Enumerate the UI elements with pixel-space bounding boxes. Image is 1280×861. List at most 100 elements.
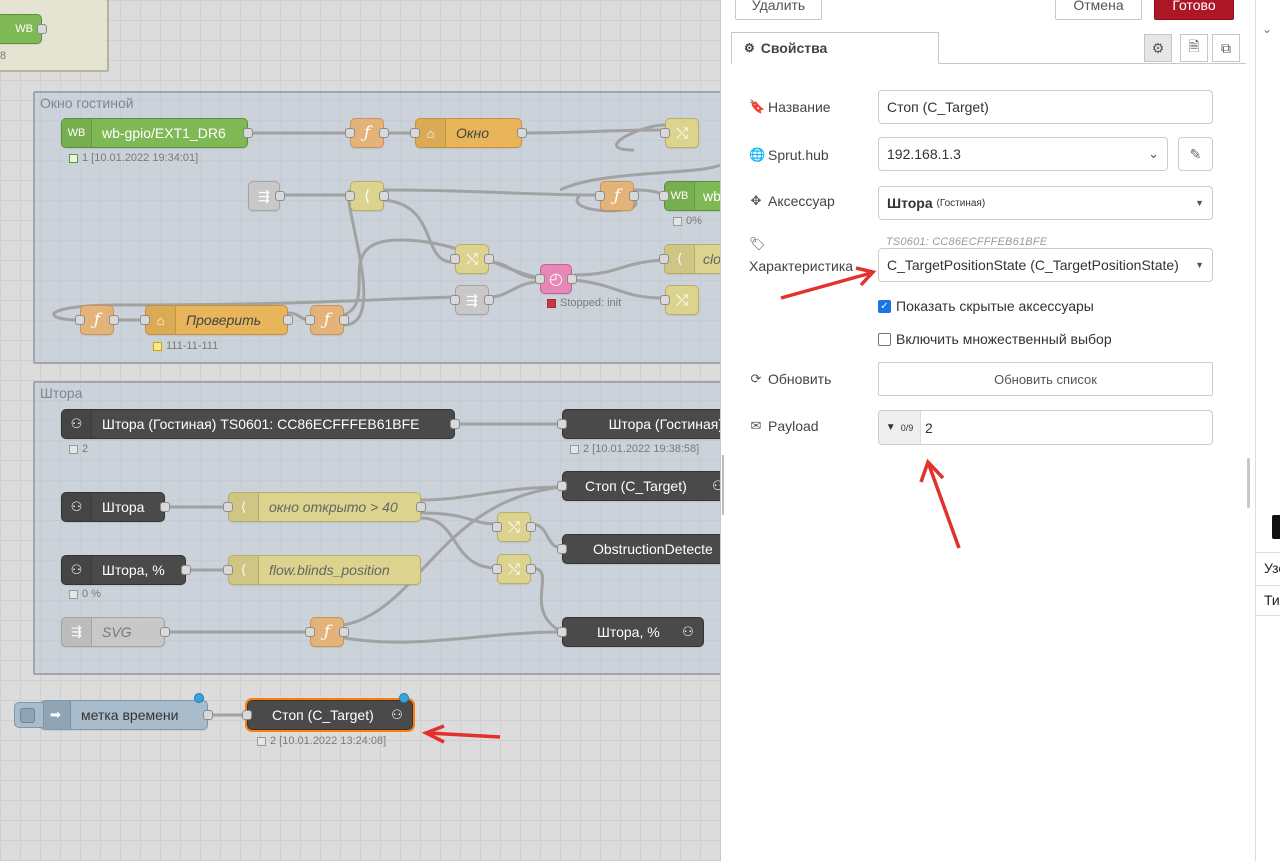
sprut-icon: ⚇ xyxy=(62,410,92,438)
pencil-icon: ✎ xyxy=(1189,145,1202,162)
caret-down-icon: ▼ xyxy=(885,422,896,433)
node-label: окно открыто > 40 xyxy=(269,499,398,515)
sprut-icon: ⚇ xyxy=(62,556,92,584)
sprut-icon: ⚇ xyxy=(62,493,92,521)
done-button[interactable]: Готово xyxy=(1154,0,1234,20)
node-status: 2 xyxy=(69,443,88,455)
description-tab-icon[interactable]: 🗎 xyxy=(1180,34,1208,62)
output-port[interactable] xyxy=(37,24,47,34)
node-label: Стоп (C_Target) xyxy=(272,707,374,723)
switch-node[interactable]: ⤭ xyxy=(660,118,699,148)
node-status: 0% xyxy=(673,215,702,227)
group-label: Окно гостиной xyxy=(40,95,134,111)
link-in-node[interactable]: ⇶ xyxy=(450,285,494,315)
wb-node-top[interactable]: WB xyxy=(0,14,47,44)
edit-server-button[interactable]: ✎ xyxy=(1178,137,1213,171)
multi-select-checkbox[interactable]: Включить множественный выбор xyxy=(878,331,1112,347)
function-node[interactable]: ƒ xyxy=(305,305,349,335)
switch-node[interactable]: ⤭ xyxy=(660,285,699,315)
wb-gpio-node[interactable]: WB wb-gpio/EXT1_DR6 xyxy=(61,118,253,148)
link-in-svg-node[interactable]: ⇶ SVG xyxy=(61,617,170,647)
name-input[interactable]: Стоп (C_Target) xyxy=(878,90,1213,124)
sprut-out-obstruction-node[interactable]: ObstructionDetecte xyxy=(557,534,720,564)
sprut-icon: ⚇ xyxy=(391,707,403,722)
sprut-hub-select[interactable]: 192.168.1.3⌄ xyxy=(878,137,1168,171)
wb-node-right[interactable]: WB wb xyxy=(659,181,720,211)
switch-window-open-node[interactable]: ⟨ окно открыто > 40 xyxy=(223,492,426,522)
sprut-out-stop-selected-node[interactable]: Стоп (C_Target) ⚇ xyxy=(242,693,415,732)
refresh-label: ⟳Обновить xyxy=(750,371,832,387)
switch-node[interactable]: ⤭ xyxy=(492,554,536,584)
function-node[interactable]: ƒ xyxy=(305,617,349,647)
characteristic-select[interactable]: C_TargetPositionState (C_TargetPositionS… xyxy=(878,248,1213,282)
gear-icon: ⚙ xyxy=(744,41,755,55)
change-icon: ⟨ xyxy=(229,556,259,584)
properties-panel: Удалить Отмена Готово ⚙ Свойства ⚙ 🗎 ⧉ 🔖… xyxy=(720,0,1255,861)
homekit-window-node[interactable]: ⌂ Окно xyxy=(410,118,527,148)
checkbox-unchecked[interactable] xyxy=(878,332,891,346)
change-flow-position-node[interactable]: ⟨ flow.blinds_position xyxy=(223,555,421,585)
accessory-hint: TS0601: CC86ECFFFEB61BFE xyxy=(886,236,1048,248)
sprut-icon: ⚇ xyxy=(712,478,720,493)
accessory-label: ✥Аксессуар xyxy=(750,193,835,209)
panel-resize-handle[interactable] xyxy=(720,455,726,515)
inject-timestamp-node[interactable]: ➡ метка времени xyxy=(40,693,213,730)
node-label: Окно xyxy=(456,125,489,141)
change-node[interactable]: ⟨ clo xyxy=(659,244,720,274)
node-label: Штора, % xyxy=(102,562,165,578)
output-port[interactable] xyxy=(243,128,253,138)
node-label: метка времени xyxy=(81,707,179,723)
node-label: Проверить xyxy=(186,312,262,328)
timer-node[interactable]: ◴ xyxy=(535,264,577,294)
node-label: Штора (Гостиная) TS0601: CC86ECFFFEB61BF… xyxy=(102,416,420,432)
flow-workspace[interactable]: WB 8 Окно гостиной Штора xyxy=(0,0,720,861)
show-hidden-checkbox[interactable]: ✓Показать скрытые аксессуары xyxy=(878,298,1094,314)
settings-tab-icon[interactable]: ⚙ xyxy=(1144,34,1172,62)
link-in-node[interactable]: ⇶ xyxy=(248,181,285,211)
link-icon: ⇶ xyxy=(62,618,92,646)
node-status: 1 [10.01.2022 19:34:01] xyxy=(69,152,198,164)
type-selector[interactable]: ▼ 0/9 xyxy=(879,411,921,444)
node-label: flow.blinds_position xyxy=(269,562,390,578)
scrollbar[interactable] xyxy=(1247,458,1250,508)
function-node[interactable]: ƒ xyxy=(345,118,389,148)
sprut-in-node[interactable]: ⚇ Штора, % xyxy=(61,555,191,585)
node-label: Стоп (C_Target) xyxy=(585,478,687,494)
chevron-down-icon: ⌄ xyxy=(1148,146,1159,161)
checkbox-checked[interactable]: ✓ xyxy=(878,299,891,313)
bookmark-icon: 🔖 xyxy=(749,99,766,114)
switch-node[interactable]: ⟨ xyxy=(345,181,389,211)
node-status: 111-11-111 xyxy=(153,340,218,352)
sprut-out-node[interactable]: Штора (Гостиная) xyxy=(557,409,720,439)
envelope-icon: ✉ xyxy=(750,418,762,433)
sprut-out-percent-node[interactable]: Штора, % ⚇ xyxy=(557,617,704,647)
function-node[interactable]: ƒ xyxy=(75,305,119,335)
tab-properties[interactable]: ⚙ Свойства xyxy=(731,32,939,64)
sprut-in-node[interactable]: ⚇ Штора xyxy=(61,492,170,522)
function-node[interactable]: ƒ xyxy=(595,181,639,211)
group-label: Штора xyxy=(40,385,83,401)
switch-node[interactable]: ⤭ xyxy=(492,512,536,542)
inject-button[interactable] xyxy=(14,702,44,728)
changed-indicator xyxy=(194,693,204,703)
sprut-out-stop-node[interactable]: Стоп (C_Target) ⚇ xyxy=(557,471,720,501)
refresh-list-button[interactable]: Обновить список xyxy=(878,362,1213,396)
sprut-in-node[interactable]: ⚇ Штора (Гостиная) TS0601: CC86ECFFFEB61… xyxy=(61,409,460,439)
appearance-tab-icon[interactable]: ⧉ xyxy=(1212,34,1240,62)
sprut-hub-label: 🌐Sprut.hub xyxy=(749,147,829,163)
delete-button[interactable]: Удалить xyxy=(735,0,822,20)
homekit-check-node[interactable]: ⌂ Проверить xyxy=(140,305,293,335)
wb-badge: WB xyxy=(62,119,92,147)
cancel-button[interactable]: Отмена xyxy=(1055,0,1142,20)
accessory-select[interactable]: Штора (Гостиная) ▼ xyxy=(878,186,1213,220)
sidebar-icon[interactable] xyxy=(1272,515,1280,539)
caret-down-icon: ▼ xyxy=(1195,260,1204,270)
payload-value: 2 xyxy=(925,419,933,436)
node-status: 2 [10.01.2022 13:24:08] xyxy=(257,735,386,747)
payload-typed-input[interactable]: ▼ 0/9 2 xyxy=(878,410,1213,445)
switch-icon: ⟨ xyxy=(229,493,259,521)
sidebar-strip: ⌄ Узе Тип xyxy=(1247,0,1280,861)
node-label: Штора, % xyxy=(597,624,660,640)
switch-node[interactable]: ⤭ xyxy=(450,244,494,274)
node-label: Штора (Гостиная) xyxy=(608,416,720,432)
